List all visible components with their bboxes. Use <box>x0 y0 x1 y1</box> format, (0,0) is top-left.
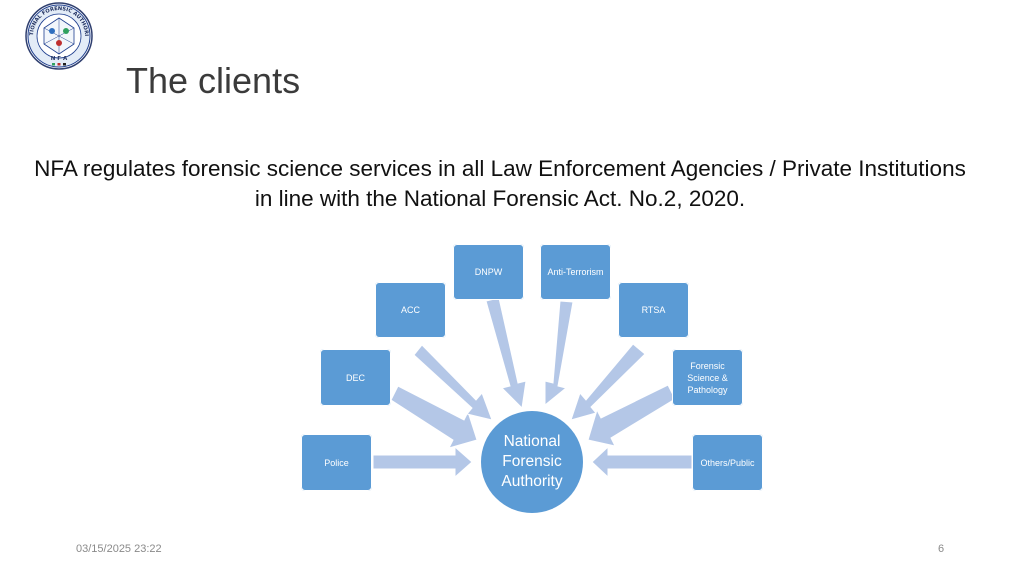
nfa-logo: NATIONAL FORENSIC AUTHORITY N F A <box>22 2 93 70</box>
arrow-dec <box>390 385 478 449</box>
client-forensic-science: Forensic Science & Pathology <box>672 349 743 406</box>
client-anti-terrorism: Anti-Terrorism <box>540 244 611 300</box>
client-others-public: Others/Public <box>692 434 763 491</box>
arrow-anti-terrorism <box>544 300 574 407</box>
footer-date: 03/15/2025 23:22 <box>76 543 162 555</box>
client-acc: ACC <box>375 282 446 338</box>
arrow-acc <box>413 344 493 421</box>
arrow-rtsa <box>570 343 646 421</box>
hub-label: National Forensic Authority <box>501 433 563 490</box>
slide-title: The clients <box>126 60 301 101</box>
footer-page-number: 6 <box>938 543 945 555</box>
hub-national-forensic-authority: National Forensic Authority <box>481 411 583 513</box>
client-dec: DEC <box>320 349 391 406</box>
logo-letters: N F A <box>51 56 68 62</box>
client-rtsa: RTSA <box>618 282 689 338</box>
intro-text: NFA regulates forensic science services … <box>34 156 966 211</box>
arrow-others-public <box>591 445 693 479</box>
arrow-police <box>372 445 473 479</box>
client-dnpw: DNPW <box>453 244 524 300</box>
arrow-forensic-science <box>587 384 676 447</box>
arrow-dnpw <box>485 297 527 410</box>
client-police: Police <box>301 434 372 491</box>
